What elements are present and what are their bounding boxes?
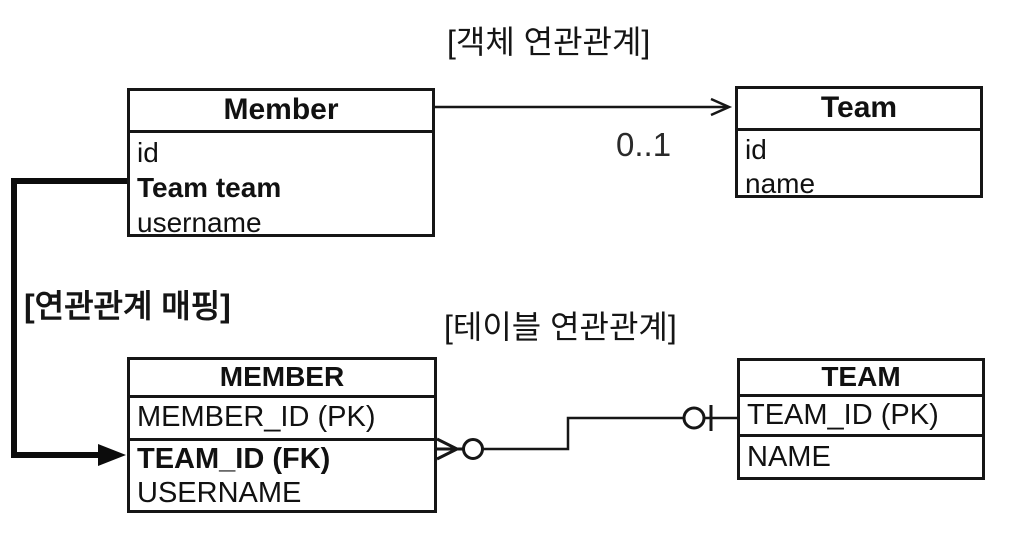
member-table-fk-column: TEAM_ID (FK): [137, 443, 331, 475]
object-association-arrow: [435, 97, 733, 117]
member-table-title: MEMBER: [130, 360, 434, 398]
team-class-box: Team id name: [735, 86, 983, 199]
table-association-connector: [436, 405, 737, 461]
zero-circle-icon: [682, 406, 706, 430]
object-association-title: [객체 연관관계]: [447, 24, 651, 60]
member-table-pk-column: MEMBER_ID (PK): [130, 398, 434, 441]
table-association-title: [테이블 연관관계]: [444, 309, 677, 345]
member-table-box: MEMBER MEMBER_ID (PK) TEAM_ID (FK) USERN…: [127, 357, 437, 513]
team-table-name-column: NAME: [747, 441, 831, 473]
member-field-username: username: [137, 207, 262, 238]
team-table-pk-column: TEAM_ID (PK): [740, 397, 982, 437]
team-class-title: Team: [738, 89, 980, 131]
zero-circle-icon: [462, 438, 484, 460]
team-table-box: TEAM TEAM_ID (PK) NAME: [737, 358, 985, 480]
mapping-arrow: [11, 178, 127, 466]
member-table-username-column: USERNAME: [137, 477, 302, 509]
team-field-name: name: [745, 168, 816, 199]
crow-foot-icon: [436, 437, 463, 461]
member-class-title: Member: [130, 91, 432, 133]
team-field-id: id: [745, 134, 767, 165]
member-field-team: Team team: [137, 172, 282, 203]
member-class-box: Member id Team team username: [127, 88, 435, 238]
team-table-title: TEAM: [740, 361, 982, 397]
member-field-id: id: [137, 137, 159, 168]
multiplicity-label: 0..1: [616, 126, 672, 163]
mapping-title: [연관관계 매핑]: [24, 288, 231, 324]
